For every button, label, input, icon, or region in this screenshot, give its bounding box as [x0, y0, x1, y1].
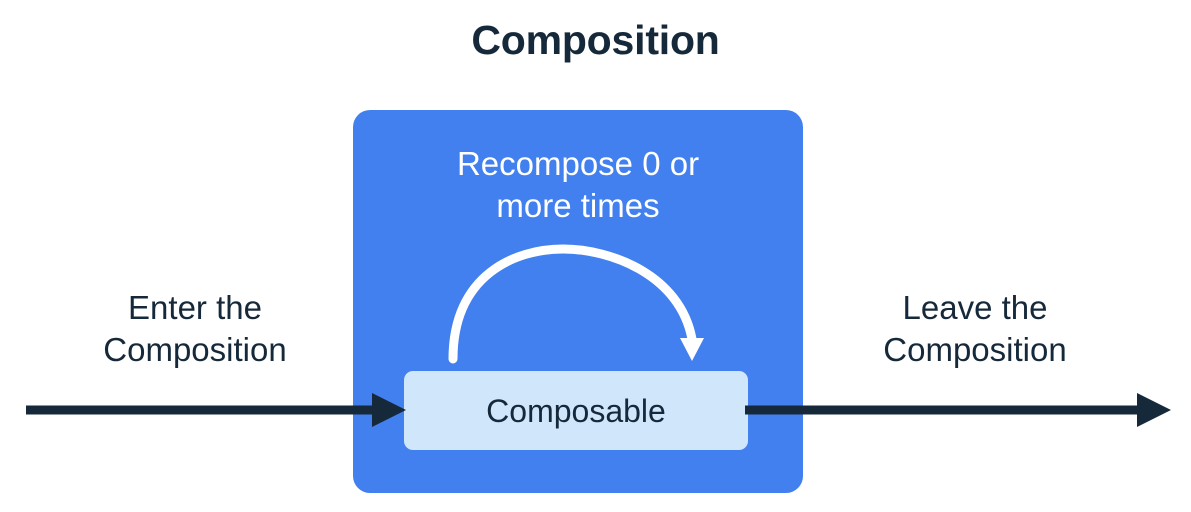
recompose-label: Recompose 0 or more times	[456, 145, 700, 225]
leave-composition-arrow-icon	[745, 393, 1171, 427]
page-title: Composition	[471, 17, 720, 63]
composable-box: Composable	[404, 371, 748, 450]
composable-label: Composable	[486, 392, 666, 429]
enter-composition-label: Enter the Composition	[103, 289, 287, 369]
leave-composition-label: Leave the Composition	[883, 289, 1067, 369]
enter-composition-arrow-icon	[26, 393, 406, 427]
